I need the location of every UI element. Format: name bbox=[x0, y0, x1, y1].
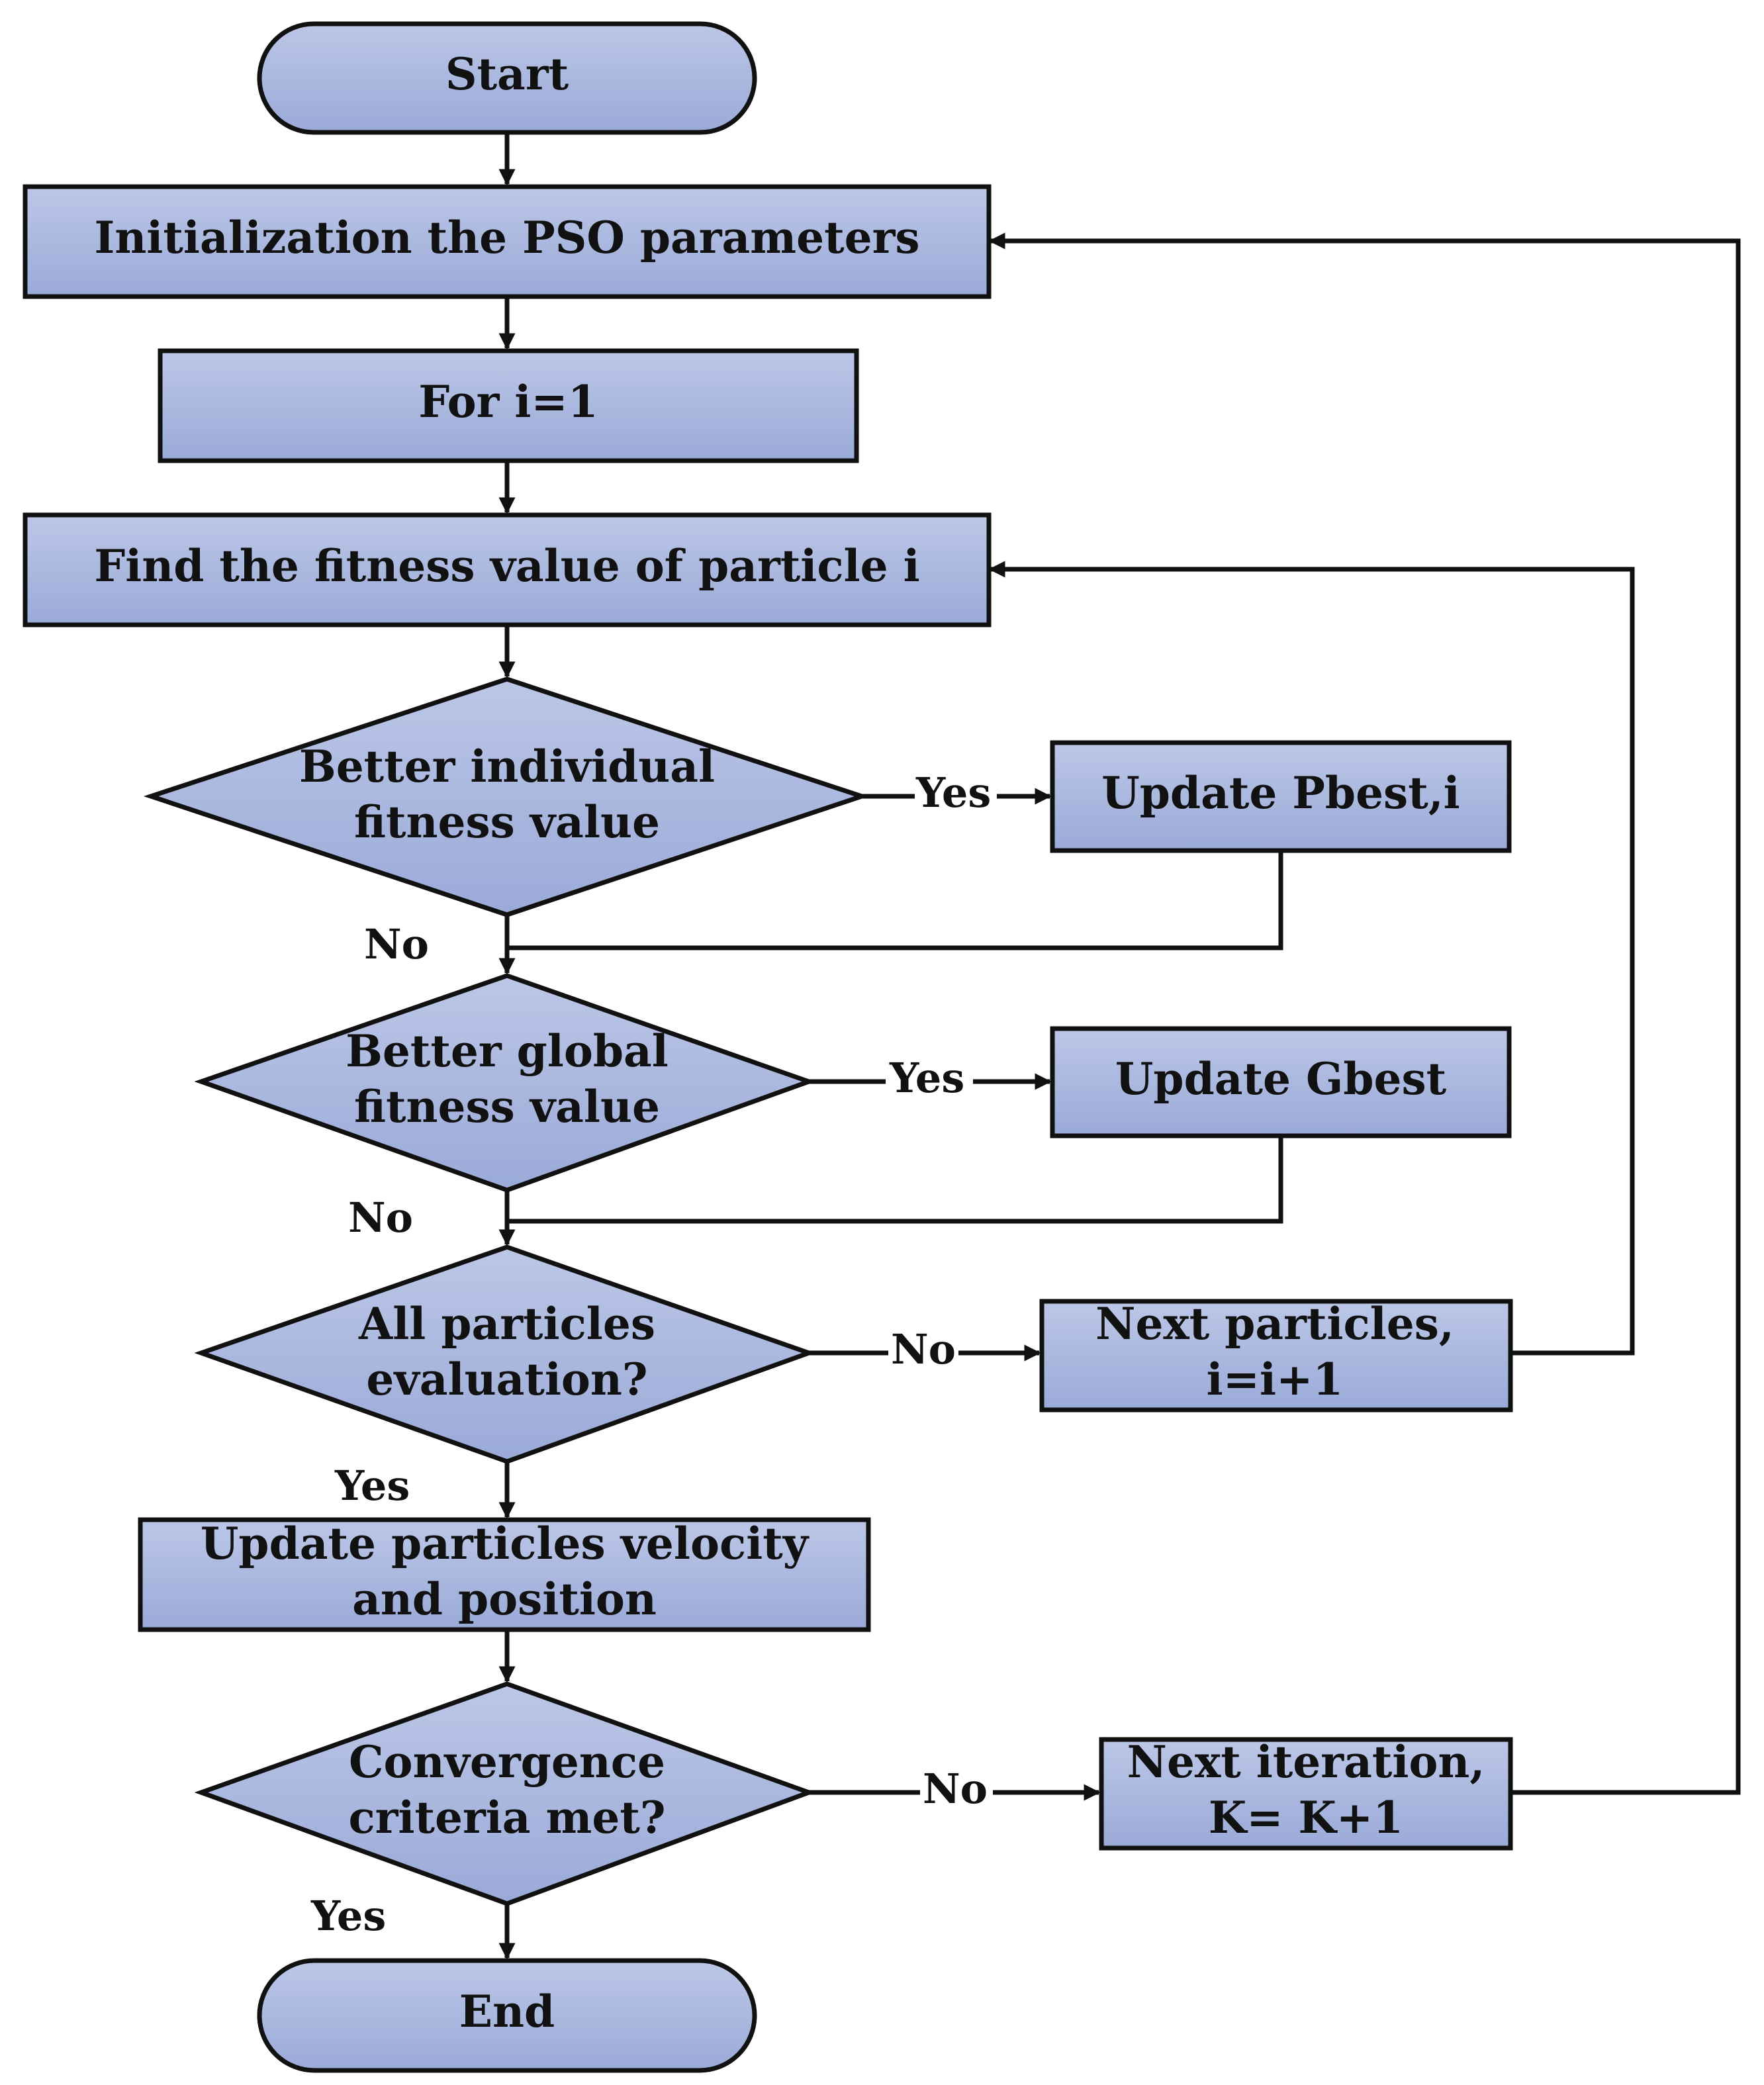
update-gbest-label: Update Gbest bbox=[1115, 1053, 1447, 1105]
update-velocity-line1: Update particles velocity bbox=[201, 1518, 810, 1569]
edge-next-particles-loop bbox=[988, 561, 1635, 1356]
convergence-no-label: No bbox=[923, 1765, 988, 1813]
for-label: For i=1 bbox=[418, 376, 598, 428]
all-no-label: No bbox=[891, 1325, 956, 1373]
update-pbest-label: Update Pbest,i bbox=[1101, 767, 1460, 819]
init-label: Initialization the PSO parameters bbox=[94, 212, 919, 263]
better-global-line2: fitness value bbox=[354, 1081, 660, 1133]
next-particles-node: Next particles, i=i+1 bbox=[1039, 1298, 1513, 1413]
better-individual-line2: fitness value bbox=[354, 796, 660, 848]
individual-no-label: No bbox=[364, 920, 429, 968]
convergence-decision: Convergence criteria met? bbox=[194, 1681, 816, 1906]
global-no-label: No bbox=[348, 1193, 413, 1242]
end-node: End bbox=[257, 1958, 757, 2073]
update-gbest-node: Update Gbest bbox=[1050, 1026, 1512, 1138]
all-particles-line2: evaluation? bbox=[366, 1354, 647, 1405]
start-node: Start bbox=[257, 21, 757, 135]
convergence-yes-label: Yes bbox=[310, 1892, 386, 1940]
better-global-line1: Better global bbox=[346, 1025, 669, 1077]
for-node: For i=1 bbox=[158, 348, 859, 463]
init-node: Initialization the PSO parameters bbox=[23, 184, 992, 299]
convergence-line1: Convergence bbox=[349, 1736, 665, 1788]
next-iteration-line1: Next iteration, bbox=[1127, 1736, 1485, 1788]
update-pbest-node: Update Pbest,i bbox=[1050, 740, 1512, 853]
all-yes-label: Yes bbox=[334, 1461, 410, 1510]
next-iteration-node: Next iteration, K= K+1 bbox=[1099, 1736, 1513, 1851]
end-label: End bbox=[459, 1986, 555, 2037]
edge-next-iteration-loop bbox=[988, 232, 1741, 1795]
edge-pbest-merge bbox=[507, 851, 1283, 950]
individual-yes-label: Yes bbox=[915, 768, 991, 817]
convergence-line2: criteria met? bbox=[348, 1792, 665, 1843]
all-particles-decision: All particles evaluation? bbox=[194, 1244, 816, 1464]
all-particles-line1: All particles bbox=[358, 1298, 655, 1350]
next-iteration-line2: K= K+1 bbox=[1209, 1792, 1403, 1843]
global-yes-label: Yes bbox=[889, 1054, 964, 1102]
fitness-label: Find the fitness value of particle i bbox=[94, 540, 919, 592]
next-particles-line1: Next particles, bbox=[1095, 1298, 1454, 1350]
better-individual-decision: Better individual fitness value bbox=[143, 676, 870, 917]
better-global-decision: Better global fitness value bbox=[194, 973, 816, 1193]
update-velocity-node: Update particles velocity and position bbox=[138, 1517, 871, 1632]
better-individual-line1: Better individual bbox=[299, 741, 715, 792]
start-label: Start bbox=[445, 48, 569, 100]
update-velocity-line2: and position bbox=[352, 1573, 657, 1625]
edge-gbest-merge bbox=[507, 1136, 1283, 1224]
next-particles-line2: i=i+1 bbox=[1207, 1354, 1344, 1405]
fitness-node: Find the fitness value of particle i bbox=[23, 512, 992, 627]
